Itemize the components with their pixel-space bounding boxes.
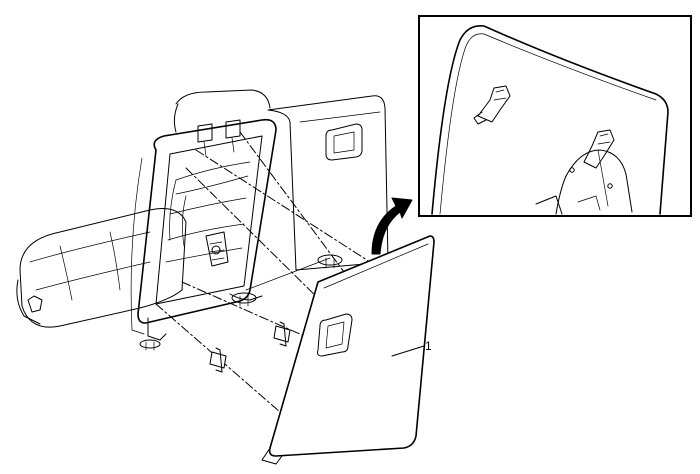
seat-cushion [16, 208, 187, 328]
panel-clip-lower [535, 129, 633, 215]
detail-inset [418, 15, 692, 217]
seatback-panel [261, 235, 435, 465]
floor-mounting-feet [139, 254, 343, 351]
rear-seat-back [173, 89, 389, 271]
panel-clip-upper [473, 85, 511, 125]
rotation-arrow-icon [371, 197, 413, 255]
push-pin-fasteners [209, 321, 291, 373]
callout-leader [391, 345, 425, 357]
callout-label-1: 1 [425, 339, 432, 353]
seat-back-frame [130, 118, 277, 341]
